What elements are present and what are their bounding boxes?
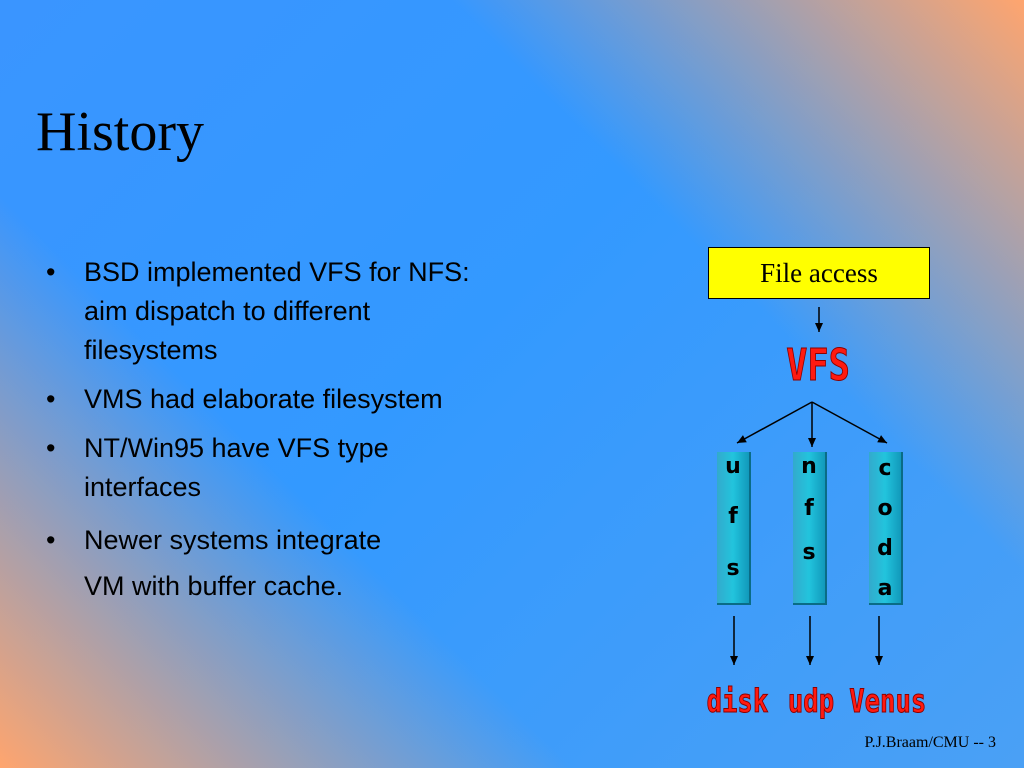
vfs-label: VFS (786, 340, 850, 392)
slide-title: History (36, 101, 204, 163)
ufs-letter-u: u (725, 454, 741, 479)
arrow-vfs-coda (811, 401, 888, 444)
disk-label: disk (706, 682, 769, 721)
ufs-letter-f: f (728, 504, 738, 529)
nfs-letter-n: n (801, 454, 817, 479)
file-access-box: File access (708, 247, 930, 299)
bullet-item-newer-line2: VM with buffer cache. (84, 571, 344, 601)
bullet-item-bsd: BSD implemented VFS for NFS: aim dispatc… (40, 253, 510, 370)
slide-footer: P.J.Braam/CMU -- 3 (864, 734, 996, 751)
coda-letter-c: c (878, 456, 892, 481)
venus-label: Venus (849, 682, 927, 721)
coda-letter-o: o (877, 496, 893, 521)
bullet-item-newer: Newer systems integrate VM with buffer ca… (40, 517, 510, 609)
coda-letter-d: d (877, 536, 893, 561)
nfs-letter-f: f (804, 496, 814, 521)
bullet-list: BSD implemented VFS for NFS: aim dispatc… (40, 253, 510, 619)
nfs-column: n f s (793, 452, 827, 605)
arrow-vfs-ufs (736, 401, 813, 444)
coda-letter-a: a (877, 576, 893, 601)
coda-column: c o d a (869, 452, 903, 605)
nfs-letter-s: s (802, 540, 816, 565)
bullet-item-newer-line1: Newer systems integrate (84, 525, 382, 555)
ufs-column: u f s (717, 452, 751, 605)
bullet-item-nt: NT/Win95 have VFS type interfaces (40, 429, 510, 507)
udp-label: udp (787, 682, 835, 721)
bullet-item-vms: VMS had elaborate filesystem (40, 380, 510, 419)
ufs-letter-s: s (726, 556, 740, 581)
